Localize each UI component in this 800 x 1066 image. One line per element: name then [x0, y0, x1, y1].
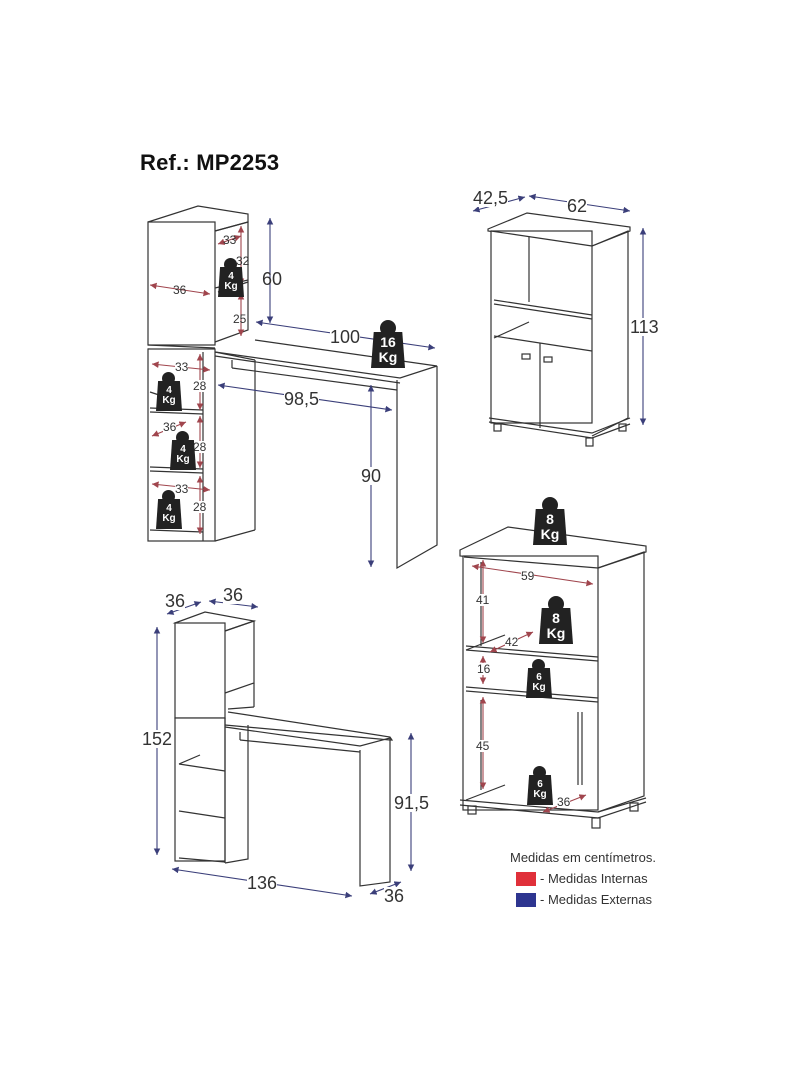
- upper-cabinet-width-label: 36: [173, 283, 187, 297]
- hutch-height-label: 60: [262, 269, 283, 289]
- legend: Medidas em centímetros. - Medidas Intern…: [510, 850, 656, 907]
- shelf-1-width-label: 33: [175, 360, 189, 374]
- reference-title: Ref.: MP2253: [140, 150, 280, 175]
- upper-niche-height-label: 32: [236, 254, 250, 268]
- shelf-3-width-label: 33: [175, 482, 189, 496]
- legend-item-internal: - Medidas Internas: [510, 871, 656, 886]
- blue-square-swatch-icon: [516, 892, 536, 907]
- shelf-3-height-label: 28: [193, 500, 207, 514]
- upper-compartment-height-label: 41: [476, 593, 490, 607]
- lower-niche-height-label: 25: [233, 312, 247, 326]
- red-square-swatch-icon: [516, 871, 536, 886]
- legend-item-external: - Medidas Externas: [510, 892, 656, 907]
- middle-compartment-height-label: 16: [477, 662, 491, 676]
- bottom-depth-label: 36: [557, 795, 571, 809]
- cabinet-interior-drawing: [459, 526, 647, 829]
- shelf-2-width-label: 36: [163, 420, 177, 434]
- inner-width-label: 59: [521, 569, 535, 583]
- lower-compartment-height-label: 45: [476, 739, 490, 753]
- desk-depth-label: 36: [384, 886, 405, 906]
- cabinet-height-label: 113: [630, 317, 659, 337]
- total-height-label: 152: [142, 729, 173, 749]
- desk-top-length-label: 100: [330, 327, 361, 347]
- shelf-2-height-label: 28: [193, 440, 207, 454]
- cabinet-exterior-drawing: [487, 212, 631, 447]
- shelf-depth-label: 42: [505, 635, 519, 649]
- total-width-label: 136: [247, 873, 278, 893]
- tower-width-label: 36: [223, 585, 244, 605]
- tower-width-arrow: [208, 598, 259, 610]
- desk-exterior-drawing: [172, 611, 394, 887]
- desk-exterior-height-label: 91,5: [394, 793, 430, 813]
- cabinet-width-label: 62: [567, 196, 588, 216]
- upper-niche-depth-label: 33: [223, 233, 237, 247]
- desk-inner-length-label: 98,5: [284, 389, 320, 409]
- tower-depth-label: 36: [165, 591, 186, 611]
- desk-front-drawing: [147, 205, 438, 570]
- cabinet-depth-label: 42,5: [473, 188, 509, 208]
- shelf-1-height-label: 28: [193, 379, 207, 393]
- units-note: Medidas em centímetros.: [510, 850, 656, 865]
- desk-height-label: 90: [361, 466, 382, 486]
